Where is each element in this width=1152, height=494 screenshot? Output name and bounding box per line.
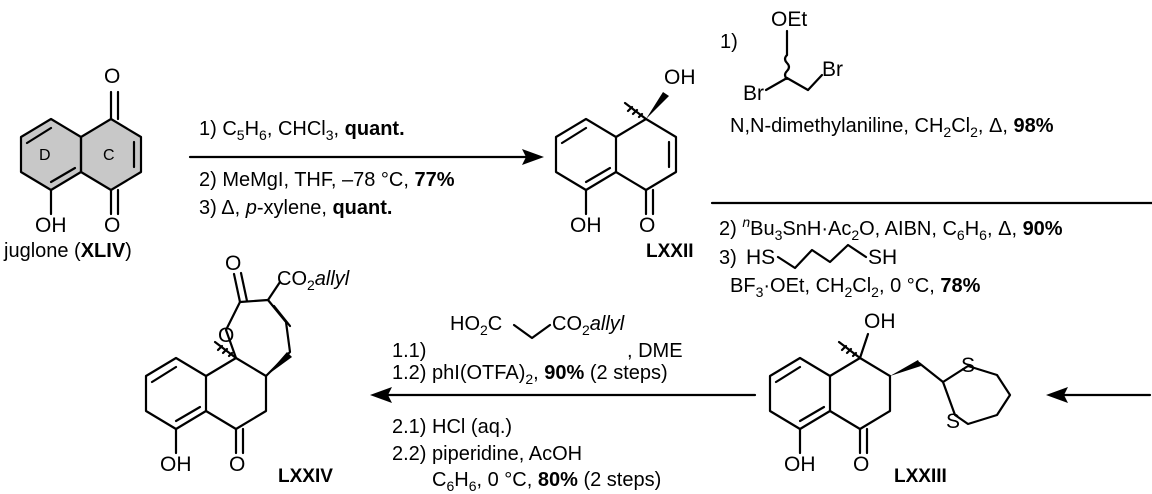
reaction-arrow-4 <box>370 387 757 403</box>
atom-o: O <box>104 65 120 88</box>
atom-sh: SH <box>868 246 897 269</box>
dibromo-ethoxy-ethane-structure: OEt Br Br <box>743 8 843 105</box>
atom-br: Br <box>822 58 843 81</box>
atom-oh: OH <box>664 66 696 89</box>
wedge-bond-side-chain <box>890 360 921 376</box>
aromatic-ring <box>144 356 208 431</box>
step2-step-number-1: 1) <box>720 31 738 53</box>
atom-o: O <box>229 453 245 476</box>
atom-oet: OEt <box>771 8 807 31</box>
aromatic-double-bond <box>25 126 53 145</box>
hashed-bond-methyl <box>837 340 862 360</box>
step3-reagent-2-1: 2.1) HCl (aq.) <box>392 416 512 438</box>
compound-label-lxxii: LXXII <box>646 241 694 262</box>
reaction-arrow-1 <box>188 149 544 165</box>
atom-oh: OH <box>784 453 816 476</box>
ring-d-highlight <box>21 119 81 190</box>
wavy-bond <box>783 53 791 81</box>
hashed-bond-methyl <box>213 340 238 360</box>
step1-reagent-2: 2) MeMgI, THF, –78 °C, 77% <box>199 169 455 191</box>
atom-oh: OH <box>864 310 896 333</box>
atom-o: O <box>104 214 120 237</box>
atom-oh: OH <box>160 453 192 476</box>
atom-o-ring: O <box>218 324 234 347</box>
atom-o: O <box>225 252 241 275</box>
propanedithiol-structure: HS SH <box>746 243 897 270</box>
step3-reagent-1-1: 1.1) <box>392 340 426 362</box>
ring-c-highlight <box>81 119 141 190</box>
atom-oh: OH <box>570 214 602 237</box>
aromatic-double-bond <box>49 166 77 184</box>
step3-reagent-2-3: C6H6, 0 °C, 80% (2 steps) <box>432 469 661 494</box>
aromatic-ring <box>768 356 832 431</box>
step2-reagent-2: 2) nBu3SnH·Ac2O, AIBN, C6H6, Δ, 90% <box>719 214 1063 243</box>
saturated-ring <box>828 356 892 431</box>
wedge-bond <box>266 352 292 376</box>
atom-s: S <box>946 410 960 433</box>
compound-label-juglone: juglone (XLIV) <box>3 240 132 262</box>
ring-label-c: C <box>103 147 115 164</box>
lxxiii-structure: OH S S O OH LXXIII <box>768 310 1012 487</box>
malonate-structure: HO2C CO2allyl <box>450 313 625 340</box>
malonate-ester: CO2allyl <box>552 313 625 338</box>
step2-conditions: 1) OEt Br Br N,N-dimethylaniline, CH2Cl2… <box>719 8 1063 300</box>
quinol-ring <box>614 117 678 192</box>
reaction-arrow-3 <box>1046 387 1152 403</box>
step2-reagent-1: N,N-dimethylaniline, CH2Cl2, Δ, 98% <box>730 115 1054 140</box>
step1-reagent-1: 1) C5H6, CHCl3, quant. <box>199 118 405 143</box>
dithiane-ring <box>941 364 1012 426</box>
wedge-bond-oh <box>646 92 669 119</box>
saturated-ring <box>204 356 268 431</box>
juglone-structure: O O OH D C juglone (XLIV) <box>3 65 143 262</box>
step2-step-number-3: 3) <box>719 247 737 269</box>
aromatic-ring <box>554 117 618 192</box>
step2-reagent-3: BF3·OEt, CH2Cl2, 0 °C, 78% <box>730 275 981 300</box>
ring-label-d: D <box>39 147 51 164</box>
atom-s: S <box>961 354 975 377</box>
atom-o: O <box>853 453 869 476</box>
atom-co2allyl: CO2allyl <box>277 268 350 293</box>
step3-reagent-2-2: 2.2) piperidine, AcOH <box>392 443 582 465</box>
step1-conditions: 1) C5H6, CHCl3, quant. 2) MeMgI, THF, –7… <box>199 118 455 219</box>
compound-label-lxxiv: LXXIV <box>278 466 333 487</box>
step1-reagent-3: 3) Δ, p-xylene, quant. <box>199 197 392 219</box>
compound-label-lxxiii: LXXIII <box>894 466 947 487</box>
atom-hs: HS <box>746 246 775 269</box>
step3-reagent-1-2: 1.2) phI(OTFA)2, 90% (2 steps) <box>392 362 668 387</box>
lxxiv-structure: O O CO2allyl O OH LXXIV <box>144 252 350 487</box>
step3-reagent-1-1-solvent: , DME <box>627 340 683 362</box>
step3-conditions: 1.1) HO2C CO2allyl , DME 1.2) phI(OTFA)2… <box>392 313 683 494</box>
hashed-bond-methyl <box>623 101 648 121</box>
c-oh-bond <box>858 332 870 360</box>
atom-o: O <box>639 214 655 237</box>
atom-oh: OH <box>35 214 67 237</box>
atom-br: Br <box>743 82 764 105</box>
malonate-acid: HO2C <box>450 313 502 338</box>
lxxii-structure: OH O OH LXXII <box>554 66 696 262</box>
